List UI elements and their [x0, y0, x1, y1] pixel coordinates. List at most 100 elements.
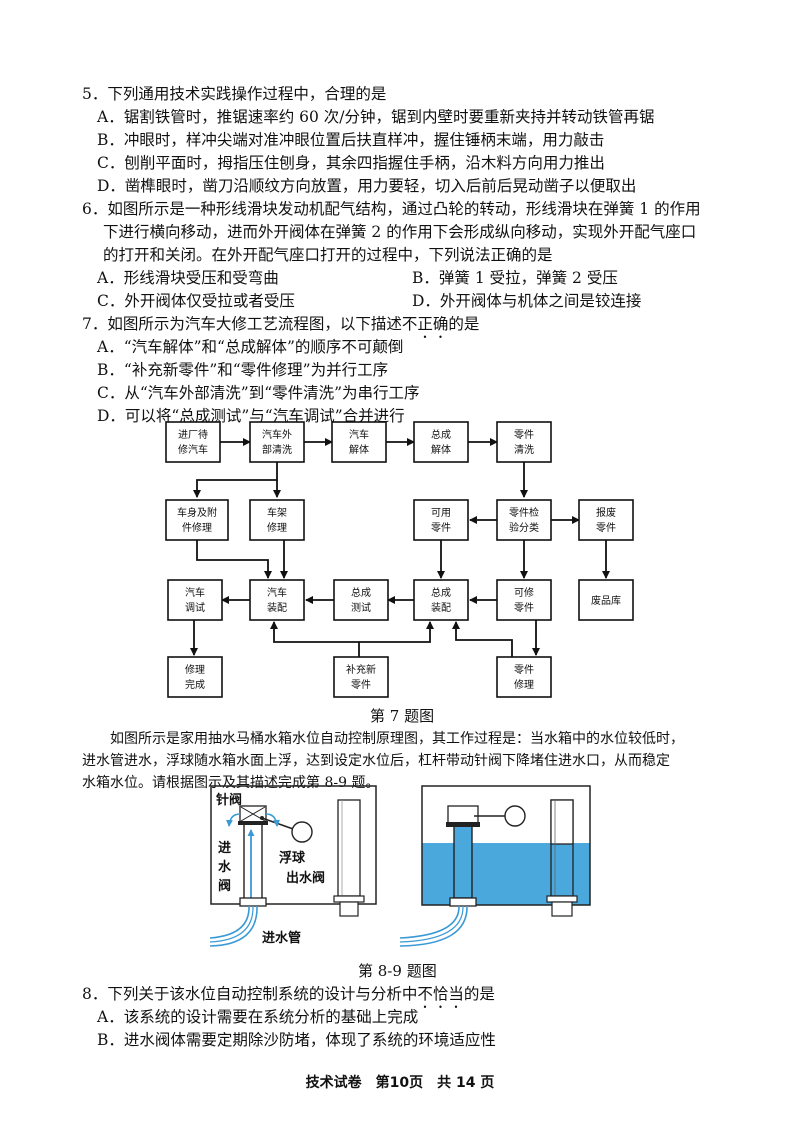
flow-node-usable-parts [413, 499, 469, 541]
flow-label: 零件 [514, 429, 534, 441]
flow-label: 可用 [431, 508, 451, 519]
q8-option-a: A．该系统的设计需要在系统分析的基础上完成 [97, 1008, 419, 1026]
flow-label: 调试 [185, 601, 205, 614]
flow-node-part-inspection [496, 499, 552, 541]
flow-label: 汽车 [267, 586, 287, 599]
intro-line3: 水箱水位。请根据图示及其描述完成第 8-9 题。 [82, 775, 380, 791]
intro-line2: 进水管进水，浮球随水箱水面上浮，达到设定水位后，杠杆带动针阀下降堵住进水口，从而… [82, 753, 670, 769]
flow-node-car-disassembly [331, 421, 387, 463]
q7-option-c: C．从“汽车外部清洗”到“零件清洗”为串行工序 [97, 384, 420, 402]
flow-label: 修理 [514, 678, 534, 691]
flow-node-car-testing [167, 579, 223, 621]
flow-node-part-cleaning [496, 421, 552, 463]
intro-line1: 如图所示是家用抽水马桶水箱水位自动控制原理图，其工作过程是：当水箱中的水位较低时… [110, 731, 684, 747]
q7-option-a: A．“汽车解体”和“总成解体”的顺序不可颠倒 [97, 338, 404, 356]
flow-label: 汽车外 [262, 428, 292, 441]
q6-option-d: D．外开阀体与机体之间是铰连接 [412, 292, 642, 310]
q8-stem-post: 的是 [463, 985, 495, 1003]
q5-option-d: D．凿榫眼时，凿刀沿顺纹方向放置，用力要轻，切入后前后晃动凿子以便取出 [97, 177, 637, 195]
flow-label: 零件 [514, 602, 534, 614]
q7-stem-post: 的是 [448, 315, 480, 333]
q6-option-b: B．弹簧 1 受拉，弹簧 2 受压 [412, 269, 618, 287]
q8-option-b: B．进水阀体需要定期除沙防堵，体现了系统的环境适应性 [97, 1031, 496, 1049]
flow-node-body-repair [165, 499, 229, 541]
flow-label: 报废 [596, 506, 616, 519]
flow-label: 修汽车 [178, 443, 208, 456]
flow-label: 总成 [431, 428, 451, 441]
flow-label: 测试 [351, 601, 371, 614]
q6-stem-line3: 的打开和关闭。在外开配气座口打开的过程中，下列说法正确的是 [103, 246, 553, 264]
q5-option-b: B．冲眼时，样冲尖端对准冲眼位置后扶直样冲，握住锤柄末端，用力敲击 [97, 131, 605, 149]
flow-label: 总成 [351, 586, 371, 599]
flow-label: 解体 [349, 443, 369, 456]
flow-node-exterior-wash [249, 421, 305, 463]
tank-left [209, 785, 377, 947]
flow-label: 件修理 [182, 521, 212, 534]
flow-node-scrap-store [578, 579, 634, 621]
flow-label: 车身及附 [177, 506, 217, 519]
q7-stem-pre: 7．如图所示为汽车大修工艺流程图，以下描述不 [82, 315, 418, 333]
label-needle-valve: 针阀 [215, 792, 242, 808]
flow-label: 修理 [185, 663, 205, 676]
label-inlet-valve-3: 阀 [218, 878, 231, 894]
q8-9-intro: 如图所示是家用抽水马桶水箱水位自动控制原理图，其工作过程是：当水箱中的水位较低时… [82, 728, 722, 794]
flow-label: 汽车 [349, 428, 369, 441]
q8-stem: 8．下列关于该水位自动控制系统的设计与分析中不恰当的是 [82, 983, 495, 1012]
q7-stem-emphasis: 正确 [417, 315, 449, 333]
label-inlet-valve-2: 水 [218, 859, 232, 875]
q8-9-figure-caption: 第 8-9 题图 [358, 962, 437, 980]
q5-option-a: A．锯割铁管时，推锯速率约 60 次/分钟，锯到内壁时要重新夹持并转动铁管再锯 [97, 108, 655, 126]
flow-node-scrap-parts [578, 499, 634, 541]
label-outlet-valve: 出水阀 [286, 870, 325, 886]
flow-label: 零件 [431, 522, 451, 534]
flow-label: 验分类 [509, 521, 539, 534]
flow-node-car-assembly [249, 579, 305, 621]
flow-label: 零件 [596, 522, 616, 534]
label-float: 浮球 [279, 850, 306, 866]
flow-label: 装配 [267, 601, 287, 614]
q7-option-d: D．可以将“总成测试”与“汽车调试”合并进行 [97, 407, 405, 425]
flow-label: 零件 [351, 679, 371, 691]
flow-label: 装配 [431, 601, 451, 614]
label-inlet-valve-1: 进 [218, 841, 231, 856]
flow-label: 车架 [267, 506, 287, 519]
flow-label: 完成 [185, 678, 205, 691]
label-inlet-pipe: 进水管 [262, 930, 301, 946]
flow-label: 解体 [431, 443, 451, 456]
flow-node-incoming-car [165, 421, 221, 463]
flow-label: 进厂待 [178, 428, 208, 441]
flow-label: 汽车 [185, 586, 205, 599]
flow-node-repairable-parts [496, 579, 552, 621]
q6-option-c: C．外开阀体仅受拉或者受压 [97, 292, 295, 310]
flow-label: 零件 [514, 664, 534, 676]
flow-node-new-parts [333, 656, 389, 698]
q6-stem-line1: 6．如图所示是一种形线滑块发动机配气结构，通过凸轮的转动，形线滑块在弹簧 1 的… [82, 200, 701, 218]
q7-option-b: B．“补充新零件”和“零件修理”为并行工序 [97, 361, 389, 379]
q6-option-a: A．形线滑块受压和受弯曲 [97, 269, 279, 287]
flow-label: 零件检 [509, 506, 539, 519]
flow-node-assembly-assembly [413, 579, 469, 621]
flow-label: 修理 [267, 521, 287, 534]
flow-label: 清洗 [514, 443, 534, 456]
q5-stem: 5．下列通用技术实践操作过程中，合理的是 [82, 85, 387, 103]
q7-stem: 7．如图所示为汽车大修工艺流程图，以下描述不正确的是 [82, 313, 479, 342]
flow-node-repair-complete [167, 656, 223, 698]
q8-stem-emphasis: 不恰当 [417, 985, 464, 1003]
q8-stem-pre: 8．下列关于该水位自动控制系统的设计与分析中 [82, 985, 418, 1003]
q5-option-c: C．刨削平面时，拇指压住刨身，其余四指握住手柄，沿木料方向用力推出 [97, 154, 605, 172]
flow-label: 部清洗 [262, 443, 292, 456]
flow-label: 补充新 [346, 663, 376, 676]
q7-figure-caption: 第 7 题图 [370, 707, 435, 725]
flow-label: 总成 [431, 586, 451, 599]
page-footer: 技术试卷 第10页 共 14 页 [305, 1075, 495, 1091]
flow-label: 可修 [514, 586, 534, 599]
tank-right [399, 785, 591, 947]
flow-node-assembly-testing [333, 579, 389, 621]
flow-node-assembly-disassembly [413, 421, 469, 463]
flow-node-frame-repair [249, 499, 305, 541]
q6-stem-line2: 下进行横向移动，进而外开阀体在弹簧 2 的作用下会形成纵向移动，实现外开配气座口 [103, 223, 697, 241]
flow-label: 废品库 [591, 594, 621, 607]
